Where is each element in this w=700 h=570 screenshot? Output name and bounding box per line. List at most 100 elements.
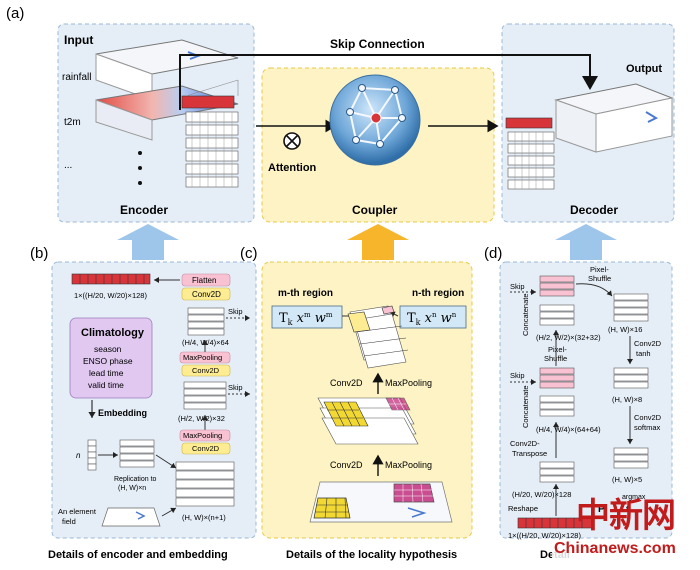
replication-arrow-2 [155, 454, 177, 469]
embedding-vector [87, 439, 97, 471]
skip-label-d2: Skip [510, 371, 525, 380]
climatology-title: Climatology [81, 327, 145, 339]
maxpooling-box-1-label: MaxPooling [183, 353, 222, 362]
climatology-box [69, 317, 153, 399]
graph-network-icon [329, 74, 421, 166]
attention-label: Attention [268, 162, 317, 174]
conv2d-box-3-label: Conv2D [192, 444, 220, 453]
concatenate-label-2: Concatenate [521, 385, 530, 428]
vertical-dots [138, 151, 142, 185]
output-label: Output [626, 63, 662, 75]
attention-icon [283, 132, 301, 150]
element-label-2: field [62, 517, 76, 526]
bottom-vector [517, 517, 595, 529]
concatenate-label-1: Concatenate [521, 293, 530, 336]
partial-tail-label: ti [626, 504, 631, 514]
n-region-label: n-th region [412, 288, 464, 299]
replication-label-1: Replication to [114, 476, 157, 483]
panel-label-d: (d) [484, 245, 502, 262]
climatology-item-lead: lead time [89, 368, 124, 378]
climatology-item-valid: valid time [88, 380, 124, 390]
feature-stack-h2 [183, 381, 227, 410]
conv2d-transpose-label-2: Transpose [512, 449, 547, 458]
n-label: n [76, 451, 81, 460]
pixel-label-1: Pixel- [548, 345, 567, 354]
feature-stack-h4 [187, 307, 225, 336]
encoder-title: Encoder [120, 203, 168, 217]
skip-connection-line [179, 54, 598, 110]
argmax-label: argmax [622, 494, 646, 501]
shape-h4-d-label: (H/4, W/4)×(64+64) [536, 425, 601, 434]
flatten-box-label: Flatten [192, 276, 216, 285]
conv2d-transpose-label-1: Conv2D- [510, 439, 540, 448]
maxpooling-box-2-label: MaxPooling [183, 431, 222, 440]
n-region-formula: Tk xn wn [399, 305, 467, 329]
input-label: Input [64, 33, 93, 47]
conv2d-box-2 [181, 364, 231, 377]
chinanews-watermark: 中新网 Chinanews.com [548, 488, 698, 566]
skip-label-b1: Skip [228, 307, 243, 316]
flatten-vector [71, 273, 151, 285]
out-stack-8 [613, 367, 649, 389]
encoder-feature-stack [181, 79, 239, 188]
skip-label-b2: Skip [228, 383, 243, 392]
pixel-shuffle-arrow [575, 283, 613, 297]
arrow-up-coupler [347, 224, 409, 260]
shape-h16-label: (H, W)×16 [608, 325, 642, 334]
replication-label-2: (H, W)×n [118, 485, 146, 492]
conv2d-label-c1: Conv2D [330, 378, 363, 388]
t2m-map [95, 85, 239, 141]
conv2d-box-3 [181, 442, 231, 455]
output-map [554, 83, 674, 153]
decoder-feature-stack [505, 117, 555, 190]
skip-connection-label: Skip Connection [330, 37, 425, 51]
conv2d-tanh-label: Conv2D [634, 339, 662, 348]
rainfall-map [95, 39, 239, 101]
ellipsis-label: ... [64, 160, 72, 171]
maxpooling-box-2 [179, 429, 231, 442]
shape-h8-label: (H, W)×8 [612, 395, 642, 404]
shape-h2-d-label: (H/2, W/2)×(32+32) [536, 333, 601, 342]
concat-stack-1 [539, 275, 575, 326]
locality-layers-middle [317, 397, 419, 445]
m-region-formula: Tk xm wm [271, 305, 343, 329]
panel-label-c: (c) [240, 245, 258, 262]
bottleneck-stack [539, 461, 575, 483]
reshape-label: Reshape [508, 504, 538, 513]
conv2d-box-1 [181, 287, 231, 301]
out-stack-16 [613, 293, 649, 322]
bottom-shape-label: 1×((H/20, W/20)×128) [508, 531, 581, 540]
decoder-title: Decoder [570, 203, 618, 217]
watermark-cn-text: 中新网 [576, 496, 676, 536]
shape-h2-label: (H/2, W/2)×32 [178, 414, 225, 423]
shape-h20-label: (H/20, W/20)×128 [512, 490, 571, 499]
locality-base-map [309, 481, 453, 523]
element-field-map [101, 507, 161, 527]
encoder-detail-caption: Details of encoder and embedding [48, 549, 228, 561]
skip-label-d1: Skip [510, 282, 525, 291]
flatten-box [181, 273, 231, 287]
conv2d-box-1-label: Conv2D [192, 290, 221, 299]
arrow-up-encoder [117, 224, 179, 260]
m-region-label: m-th region [278, 288, 333, 299]
t2m-label: t2m [64, 117, 81, 128]
element-arrow [161, 507, 177, 517]
shape-h-label: (H, W)×(n+1) [182, 513, 226, 522]
embedding-label: Embedding [98, 408, 147, 418]
pixel-shuffle-label-top-2: Shuffle [588, 274, 611, 283]
concat-stack-2 [539, 367, 575, 417]
panel-label-a: (a) [6, 5, 24, 22]
climatology-item-enso: ENSO phase [83, 356, 133, 366]
rainfall-label: rainfall [62, 72, 91, 83]
locality-caption: Details of the locality hypothesis [286, 549, 457, 561]
softmax-label: softmax [634, 423, 661, 432]
watermark-en-text: Chinanews.com [552, 540, 678, 558]
conv2d-box-2-label: Conv2D [192, 366, 220, 375]
svg-text:Tk xn wn: Tk xn wn [407, 311, 457, 327]
feature-stack-h [175, 461, 235, 507]
out-stack-5 [613, 447, 649, 469]
shape-h5-label: (H, W)×5 [612, 475, 642, 484]
coupler-title: Coupler [352, 203, 398, 217]
conv2d-softmax-label: Conv2D [634, 413, 662, 422]
